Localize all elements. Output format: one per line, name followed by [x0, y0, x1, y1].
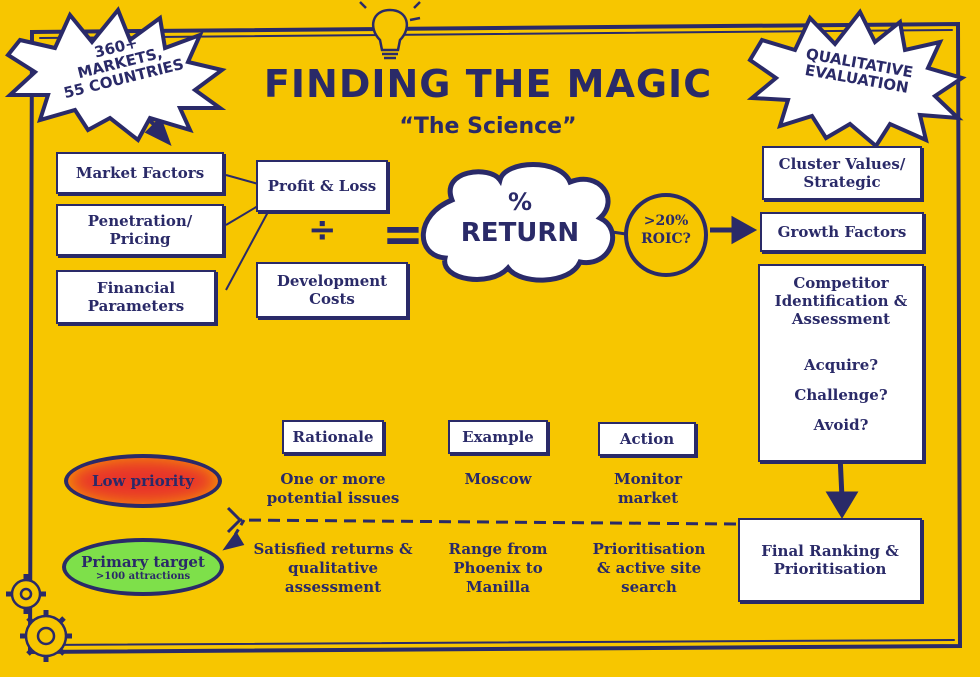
roic-arrow: [710, 215, 758, 245]
challenge-label: Challenge?: [794, 386, 888, 404]
primary-rationale: Satisfied returns & qualitative assessme…: [253, 540, 413, 596]
penetration-pricing-box: Penetration/ Pricing: [56, 204, 224, 256]
right-burst-shape: [746, 8, 967, 150]
financial-parameters-box: Financial Parameters: [56, 270, 216, 324]
primary-example: Range from Phoenix to Manilla: [448, 540, 548, 596]
page-subtitle: “The Science”: [399, 114, 577, 139]
primary-target-oval: Primary target >100 attractions: [62, 538, 224, 596]
left-burst-shape: [4, 6, 227, 144]
return-cloud-shape: [420, 162, 615, 283]
divide-symbol: ÷: [308, 210, 337, 250]
frame-border: [27, 21, 963, 655]
market-factors-box: Market Factors: [56, 152, 224, 194]
action-header: Action: [598, 422, 696, 456]
development-costs-box: Development Costs: [256, 262, 408, 318]
roic-circle: [624, 193, 708, 277]
growth-factors-box: Growth Factors: [760, 212, 924, 252]
acquire-label: Acquire?: [803, 356, 879, 374]
gears-icon: [6, 574, 72, 662]
rationale-header: Rationale: [282, 420, 384, 454]
low-priority-action: Monitor market: [613, 470, 683, 507]
low-priority-rationale: One or more potential issues: [266, 470, 400, 507]
lightbulb-icon: [359, 1, 421, 60]
primary-target-label: Primary target: [81, 552, 205, 571]
avoid-label: Avoid?: [813, 416, 869, 434]
final-ranking-box: Final Ranking & Prioritisation: [738, 518, 922, 602]
low-priority-label: Low priority: [91, 472, 195, 490]
page-title: FINDING THE MAGIC: [263, 62, 713, 106]
example-header: Example: [448, 420, 548, 454]
primary-action: Prioritisation & active site search: [592, 540, 706, 596]
low-priority-oval: Low priority: [64, 454, 222, 508]
roic-label: >20% ROIC?: [641, 213, 691, 247]
competitor-box: Competitor Identification & Assessment A…: [758, 264, 924, 462]
profit-loss-box: Profit & Loss: [256, 160, 388, 212]
return-label: RETURN: [460, 218, 580, 248]
dashed-connector: [222, 506, 737, 551]
competitor-label: Competitor Identification & Assessment: [774, 274, 908, 328]
equals-symbol: =: [382, 205, 424, 263]
down-arrow: [825, 454, 859, 519]
return-percent: %: [507, 188, 533, 216]
cluster-values-box: Cluster Values/ Strategic: [762, 146, 922, 200]
primary-target-sublabel: >100 attractions: [95, 570, 191, 582]
low-priority-example: Moscow: [464, 470, 532, 488]
